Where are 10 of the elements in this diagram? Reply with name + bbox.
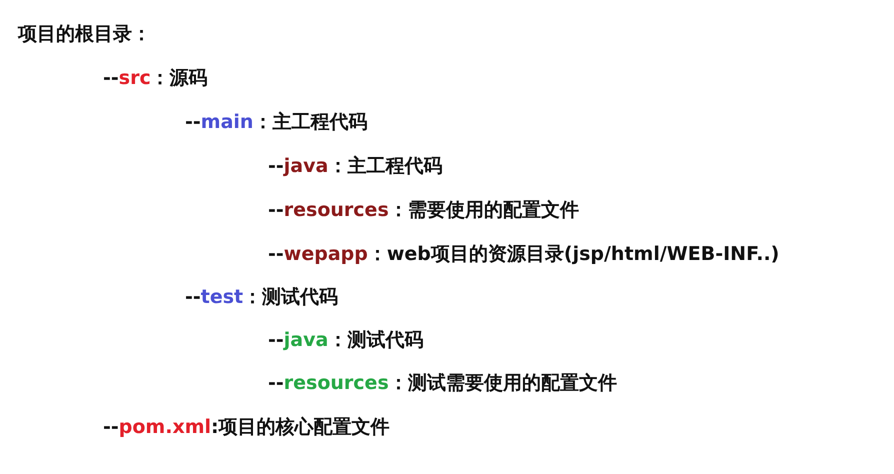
- directory-entry: --pom.xml:项目的核心配置文件: [103, 415, 390, 439]
- directory-entry: --main：主工程代码: [185, 110, 368, 134]
- directory-entry: --resources：测试需要使用的配置文件: [268, 371, 617, 395]
- directory-entry: --wepapp：web项目的资源目录(jsp/html/WEB-INF..): [268, 242, 780, 266]
- directory-entry: --src：源码: [103, 66, 208, 90]
- directory-entry: --test：测试代码: [185, 285, 338, 309]
- directory-entry: --java：测试代码: [268, 328, 424, 352]
- heading: 项目的根目录：: [18, 22, 151, 46]
- directory-entry: --resources：需要使用的配置文件: [268, 198, 579, 222]
- directory-entry: --java：主工程代码: [268, 154, 442, 178]
